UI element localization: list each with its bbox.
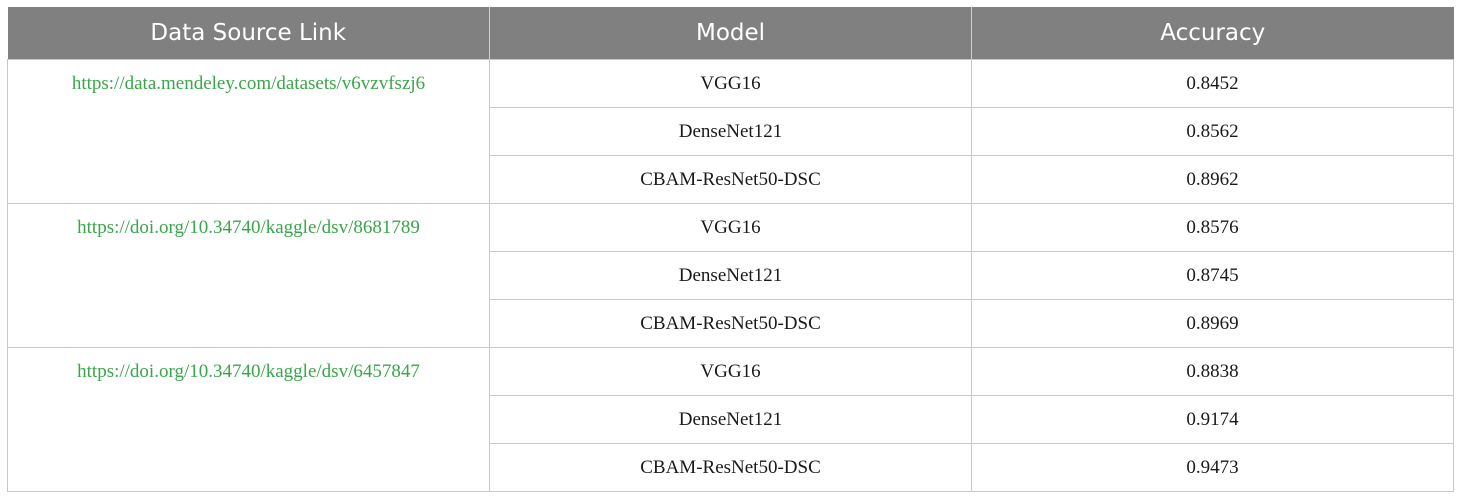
table-row: DenseNet121 0.8745	[8, 251, 1454, 300]
table-row: CBAM-ResNet50-DSC 0.8969	[8, 299, 1454, 348]
header-row: Data Source Link Model Accuracy	[7, 7, 1454, 60]
accuracy-cell: 0.8969	[971, 299, 1454, 348]
model-cell: DenseNet121	[489, 251, 972, 300]
results-table: Data Source Link Model Accuracy https://…	[7, 7, 1454, 492]
table-row: https://data.mendeley.com/datasets/v6vzv…	[7, 59, 1454, 204]
accuracy-cell: 0.8962	[971, 155, 1454, 204]
accuracy-cell: 0.8838	[971, 347, 1454, 396]
accuracy-cell: 0.9473	[971, 443, 1454, 492]
model-cell: VGG16	[489, 203, 972, 252]
data-source-cell: https://doi.org/10.34740/kaggle/dsv/6457…	[7, 347, 490, 492]
data-source-link[interactable]: https://doi.org/10.34740/kaggle/dsv/6457…	[77, 361, 420, 382]
header-model: Model	[489, 7, 972, 60]
table-row: CBAM-ResNet50-DSC 0.8962	[8, 155, 1454, 204]
model-cell: DenseNet121	[489, 395, 972, 444]
table-row: https://doi.org/10.34740/kaggle/dsv/6457…	[7, 347, 1454, 492]
table-row: DenseNet121 0.8562	[8, 107, 1454, 156]
header-data-source-link: Data Source Link	[7, 7, 490, 60]
accuracy-cell: 0.8452	[971, 59, 1454, 108]
accuracy-cell: 0.8576	[971, 203, 1454, 252]
model-cell: CBAM-ResNet50-DSC	[489, 443, 972, 492]
header-accuracy: Accuracy	[971, 7, 1454, 60]
table-row: https://doi.org/10.34740/kaggle/dsv/8681…	[7, 203, 1454, 348]
results-table-container: Data Source Link Model Accuracy https://…	[7, 7, 1454, 492]
data-source-cell: https://doi.org/10.34740/kaggle/dsv/8681…	[7, 203, 490, 348]
accuracy-cell: 0.9174	[971, 395, 1454, 444]
data-source-cell: https://data.mendeley.com/datasets/v6vzv…	[7, 59, 490, 204]
table-row: CBAM-ResNet50-DSC 0.9473	[8, 443, 1454, 492]
data-source-link[interactable]: https://data.mendeley.com/datasets/v6vzv…	[71, 73, 426, 94]
model-cell: VGG16	[489, 347, 972, 396]
model-cell: CBAM-ResNet50-DSC	[489, 299, 972, 348]
table-row: DenseNet121 0.9174	[8, 395, 1454, 444]
model-cell: CBAM-ResNet50-DSC	[489, 155, 972, 204]
data-source-link[interactable]: https://doi.org/10.34740/kaggle/dsv/8681…	[77, 217, 420, 238]
table-header: Data Source Link Model Accuracy	[7, 7, 1454, 60]
model-cell: VGG16	[489, 59, 972, 108]
accuracy-cell: 0.8745	[971, 251, 1454, 300]
table-body: https://data.mendeley.com/datasets/v6vzv…	[7, 59, 1454, 492]
accuracy-cell: 0.8562	[971, 107, 1454, 156]
model-cell: DenseNet121	[489, 107, 972, 156]
